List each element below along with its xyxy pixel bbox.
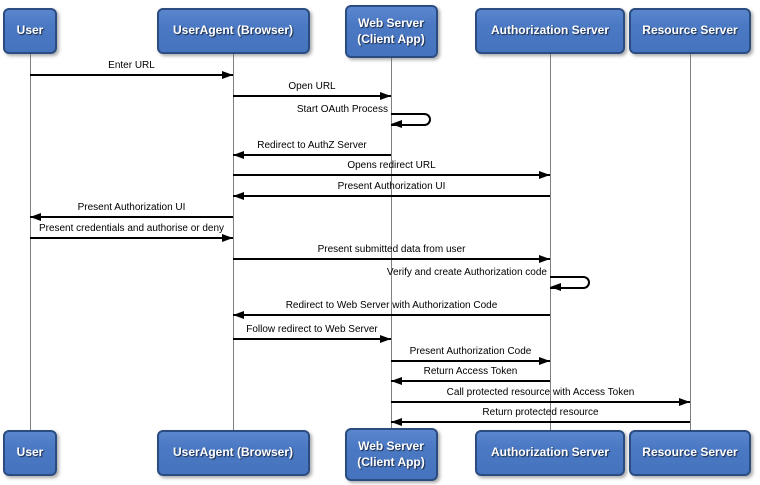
message-3-line [233,154,391,156]
message-13-line [391,380,550,382]
actor-label: UserAgent (Browser) [173,445,293,461]
message-11-arrowhead-icon [380,335,391,343]
message-2-label: Start OAuth Process [296,104,388,115]
actor-label-line: UserAgent (Browser) [172,445,294,460]
message-15-label: Return protected resource [482,407,599,418]
actor-label-line: Authorization Server [490,23,610,38]
message-6-label: Present Authorization UI [77,202,186,213]
actor-label-line: User [16,445,44,460]
lifeline-user [30,50,31,434]
message-10-label: Redirect to Web Server with Authorizatio… [285,300,498,311]
message-7-label: Present credentials and authorise or den… [38,223,225,234]
actor-label: Resource Server [642,445,737,461]
message-5-label: Present Authorization UI [337,181,446,192]
actor-label: Resource Server [642,23,737,39]
message-2-arrowhead-icon [391,120,402,128]
actor-label: User [17,23,44,39]
actor-box-useragent-top: UserAgent (Browser) [156,8,310,54]
message-3-label: Redirect to AuthZ Server [257,140,367,151]
message-12-line [391,360,550,362]
message-9-self-loop [550,276,590,289]
message-10-line [233,314,550,316]
actor-label: Web Server(Client App) [357,439,425,470]
message-15-line [391,421,690,423]
message-15-arrowhead-icon [391,418,402,426]
lifeline-authserver [550,50,551,434]
message-7-line [30,237,233,239]
message-8-line [233,258,550,260]
message-0-label: Enter URL [108,60,155,71]
message-8-label: Present submitted data from user [317,244,466,255]
message-13-arrowhead-icon [391,377,402,385]
actor-box-resourceserver-bottom: Resource Server [629,430,751,476]
message-5-line [233,195,550,197]
lifeline-useragent [233,50,234,434]
message-0-line [30,74,233,76]
message-10-arrowhead-icon [233,311,244,319]
actor-box-useragent-bottom: UserAgent (Browser) [156,430,310,476]
message-1-label: Open URL [288,81,336,92]
actor-label-line: Web Server [358,438,424,453]
message-1-line [233,95,391,97]
actor-label: Authorization Server [491,445,609,461]
message-3-arrowhead-icon [233,151,244,159]
message-9-label: Verify and create Authorization code [386,267,547,278]
message-4-label: Opens redirect URL [347,160,436,171]
message-14-line [391,401,690,403]
actor-box-authserver-top: Authorization Server [475,8,625,54]
lifeline-webserver [391,50,392,434]
message-13-label: Return Access Token [423,366,518,377]
message-9-arrowhead-icon [550,283,561,291]
actor-label-line: (Client App) [357,454,425,469]
actor-label-line: (Client App) [357,31,425,46]
message-11-line [233,338,391,340]
message-6-arrowhead-icon [30,213,41,221]
actor-box-user-top: User [3,8,57,54]
actor-label-line: User [16,23,44,38]
message-6-line [30,216,233,218]
actor-label-line: Web Server [358,15,424,30]
actor-box-webserver-top: Web Server(Client App) [344,5,438,58]
message-11-label: Follow redirect to Web Server [246,324,378,335]
actor-box-resourceserver-top: Resource Server [629,8,751,54]
actor-box-user-bottom: User [3,430,57,476]
message-2-self-loop [391,113,431,126]
message-14-label: Call protected resource with Access Toke… [446,387,635,398]
message-12-label: Present Authorization Code [409,346,532,357]
message-5-arrowhead-icon [233,192,244,200]
message-12-arrowhead-icon [539,357,550,365]
lifeline-resourceserver [690,50,691,434]
actor-label: Authorization Server [491,23,609,39]
message-4-line [233,174,550,176]
message-1-arrowhead-icon [380,92,391,100]
message-14-arrowhead-icon [679,398,690,406]
actor-label-line: Resource Server [642,445,738,460]
message-0-arrowhead-icon [222,71,233,79]
actor-box-authserver-bottom: Authorization Server [475,430,625,476]
actor-label: User [17,445,44,461]
message-4-arrowhead-icon [539,171,550,179]
actor-box-webserver-bottom: Web Server(Client App) [344,428,438,481]
message-7-arrowhead-icon [222,234,233,242]
message-8-arrowhead-icon [539,255,550,263]
actor-label-line: Resource Server [642,23,738,38]
actor-label: Web Server(Client App) [357,16,425,47]
actor-label-line: UserAgent (Browser) [172,23,294,38]
actor-label: UserAgent (Browser) [173,23,293,39]
actor-label-line: Authorization Server [490,445,610,460]
